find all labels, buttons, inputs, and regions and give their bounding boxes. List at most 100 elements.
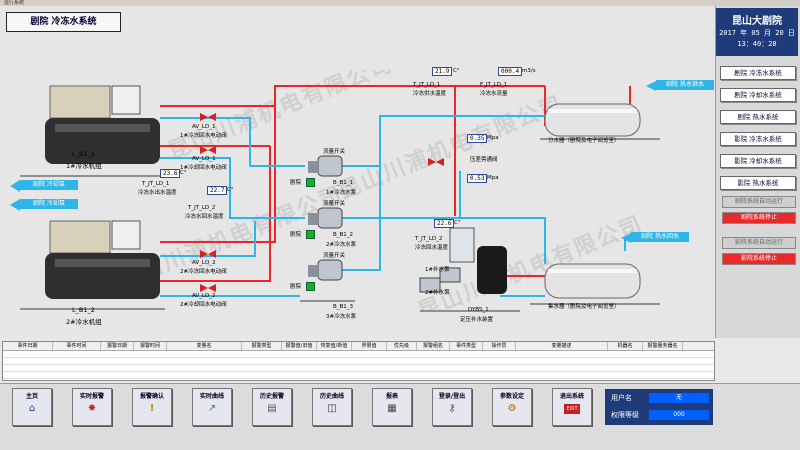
theater-name: 昆山大剧院 (732, 16, 782, 27)
clock-date: 2017 年 05 月 20 日 (719, 29, 795, 37)
supply-pipe (160, 146, 271, 282)
col-header[interactable]: 报警服务器名 (643, 342, 683, 350)
pump-1-flow-switch: 流量开关 (323, 149, 346, 155)
login-icon: ⚷ (448, 403, 456, 414)
pump-3-flow-switch: 流量开关 (323, 253, 346, 259)
valve-1a-name: AV_LD_1 (192, 124, 216, 130)
supply-pipe (160, 106, 276, 243)
col-header[interactable]: 报警日期 (101, 342, 134, 350)
valve-2b-name: AV_LD_2 (192, 293, 216, 299)
piping-diagram (10, 81, 660, 312)
settings-button[interactable]: 参数设定 ⚙ (492, 388, 532, 426)
pump-3-label: 3#冷冻水泵 (326, 314, 357, 320)
temp-return-tag: T_JT_LD_1 (142, 181, 170, 187)
pump-2-flow-switch: 流量开关 (323, 201, 346, 207)
temp-return2-label: 冷冻水回水温度 (185, 214, 224, 220)
col-header[interactable]: 事件类型 (450, 342, 483, 350)
alarm-table[interactable]: 事件日期 事件时间 报警日期 报警时间 变量名 报警类型 报警值/旧值 恢复值/… (2, 341, 715, 381)
nav-cinema-chilled[interactable]: 影院 冷冻水系统 (720, 132, 796, 146)
temp-return2-value: 22.7 (207, 186, 228, 195)
pump-2-label: 2#冷冻水泵 (326, 242, 357, 248)
makeup-pump-1: 1#补水泵 (425, 267, 450, 273)
temp-back-value: 22.6 (434, 219, 455, 228)
temp-return-value: 23.6 (160, 169, 181, 178)
col-header[interactable]: 机器名 (608, 342, 643, 350)
pump-1-run-indicator[interactable] (306, 178, 315, 187)
distributor-label: 分水器（剧院及电子阅览室） (548, 138, 620, 144)
makeup-water-unit (419, 227, 507, 294)
return-pipe (380, 217, 546, 264)
temp-supply-tag: T_JT_LD_1 (413, 82, 441, 88)
table-row[interactable] (3, 351, 714, 358)
realtime-alarm-button[interactable]: 实时报警 ✸ (72, 388, 112, 426)
col-header[interactable]: 操作员 (483, 342, 516, 350)
pump-1-name: B_B1_1 (333, 180, 354, 186)
theater-stop-button[interactable]: 剧院系统停止 (722, 212, 796, 224)
col-header[interactable]: 界限值 (352, 342, 387, 350)
outlet-label-left-2: 剧院 冷却泵 (20, 199, 78, 209)
col-header[interactable]: 优先级 (387, 342, 417, 350)
home-button[interactable]: 主页 ⌂ (12, 388, 52, 426)
col-header[interactable]: 报警组名 (417, 342, 450, 350)
realtime-alarm-label: 实时报警 (79, 393, 104, 400)
pump-3-tag: 剧院 (290, 284, 302, 290)
chiller-1-label: 1#冷水机组 (66, 162, 102, 170)
exit-label: 退出系统 (559, 393, 584, 400)
chiller-1-name: L_B1_1 (72, 150, 95, 158)
nav-theater-cooling[interactable]: 剧院 冷却水系统 (720, 88, 796, 102)
realtime-chart-label: 实时曲线 (199, 393, 224, 400)
return-pipe (340, 218, 381, 271)
nav-cinema-cooling[interactable]: 影院 冷却水系统 (720, 154, 796, 168)
col-header[interactable]: 报警值/旧值 (282, 342, 317, 350)
water-collector (544, 263, 641, 299)
right-panel (715, 6, 800, 338)
collector-outlet: 剧院 热水回水 (631, 232, 689, 242)
col-header[interactable]: 事件时间 (53, 342, 101, 350)
nav-cinema-hot[interactable]: 影院 热水系统 (720, 176, 796, 190)
username-label: 用户名 (611, 394, 632, 402)
alarm-confirm-button[interactable]: 报警确认 ! (132, 388, 172, 426)
collector-label: 集水器（剧院及电子阅览室） (548, 304, 620, 310)
window-title: 运行系统 (0, 0, 800, 6)
nav-theater-hot[interactable]: 剧院 热水系统 (720, 110, 796, 124)
pump-2-run-indicator[interactable] (306, 230, 315, 239)
history-chart-label: 历史曲线 (319, 393, 344, 400)
alarm-confirm-label: 报警确认 (139, 393, 164, 400)
history-alarm-button[interactable]: 历史报警 ▤ (252, 388, 292, 426)
col-header[interactable]: 恢复值/新值 (317, 342, 352, 350)
pump-3-run-indicator[interactable] (306, 282, 315, 291)
table-row[interactable] (3, 358, 714, 365)
makeup-name: DYBS_1 (468, 307, 489, 313)
cinema-stop-button[interactable]: 影院系统停止 (722, 253, 796, 265)
table-row[interactable] (3, 372, 714, 379)
valve-2a-name: AV_LQ_2 (192, 260, 216, 266)
col-header[interactable]: 报警类型 (242, 342, 282, 350)
report-button[interactable]: 报表 ▦ (372, 388, 412, 426)
chiller-2-label: 2#冷水机组 (66, 318, 102, 326)
pressure1-value: 0.35 (467, 134, 488, 143)
theater-auto-run-button[interactable]: 剧院系统自动运行 (722, 196, 796, 208)
temp-return2-unit: C° (227, 187, 234, 193)
level-label: 权限等级 (611, 411, 639, 419)
alarm-confirm-icon: ! (149, 403, 155, 414)
report-label: 报表 (385, 393, 398, 400)
flow-label: 冷冻水流量 (480, 91, 508, 97)
exit-button[interactable]: 退出系统 EXIT (552, 388, 592, 426)
return-pipe (160, 221, 256, 257)
chiller-unit-2 (45, 220, 160, 299)
history-chart-button[interactable]: 历史曲线 ◫ (312, 388, 352, 426)
realtime-chart-icon: ↗ (207, 403, 217, 414)
valve-1b-label: 1#冷却回水电动阀 (180, 165, 227, 171)
temp-supply-unit: C° (453, 68, 460, 74)
makeup-label: 定压补水装置 (460, 317, 494, 323)
login-button[interactable]: 登录/登出 ⚷ (432, 388, 472, 426)
cinema-auto-run-button[interactable]: 影院系统自动运行 (722, 237, 796, 249)
col-header[interactable]: 报警时间 (134, 342, 167, 350)
nav-theater-chilled[interactable]: 剧院 冷冻水系统 (720, 66, 796, 80)
col-header[interactable]: 变量名 (167, 342, 242, 350)
col-header[interactable]: 变量描述 (516, 342, 608, 350)
realtime-chart-button[interactable]: 实时曲线 ↗ (192, 388, 232, 426)
table-row[interactable] (3, 365, 714, 372)
col-header[interactable]: 事件日期 (3, 342, 53, 350)
settings-icon: ⚙ (507, 403, 517, 414)
